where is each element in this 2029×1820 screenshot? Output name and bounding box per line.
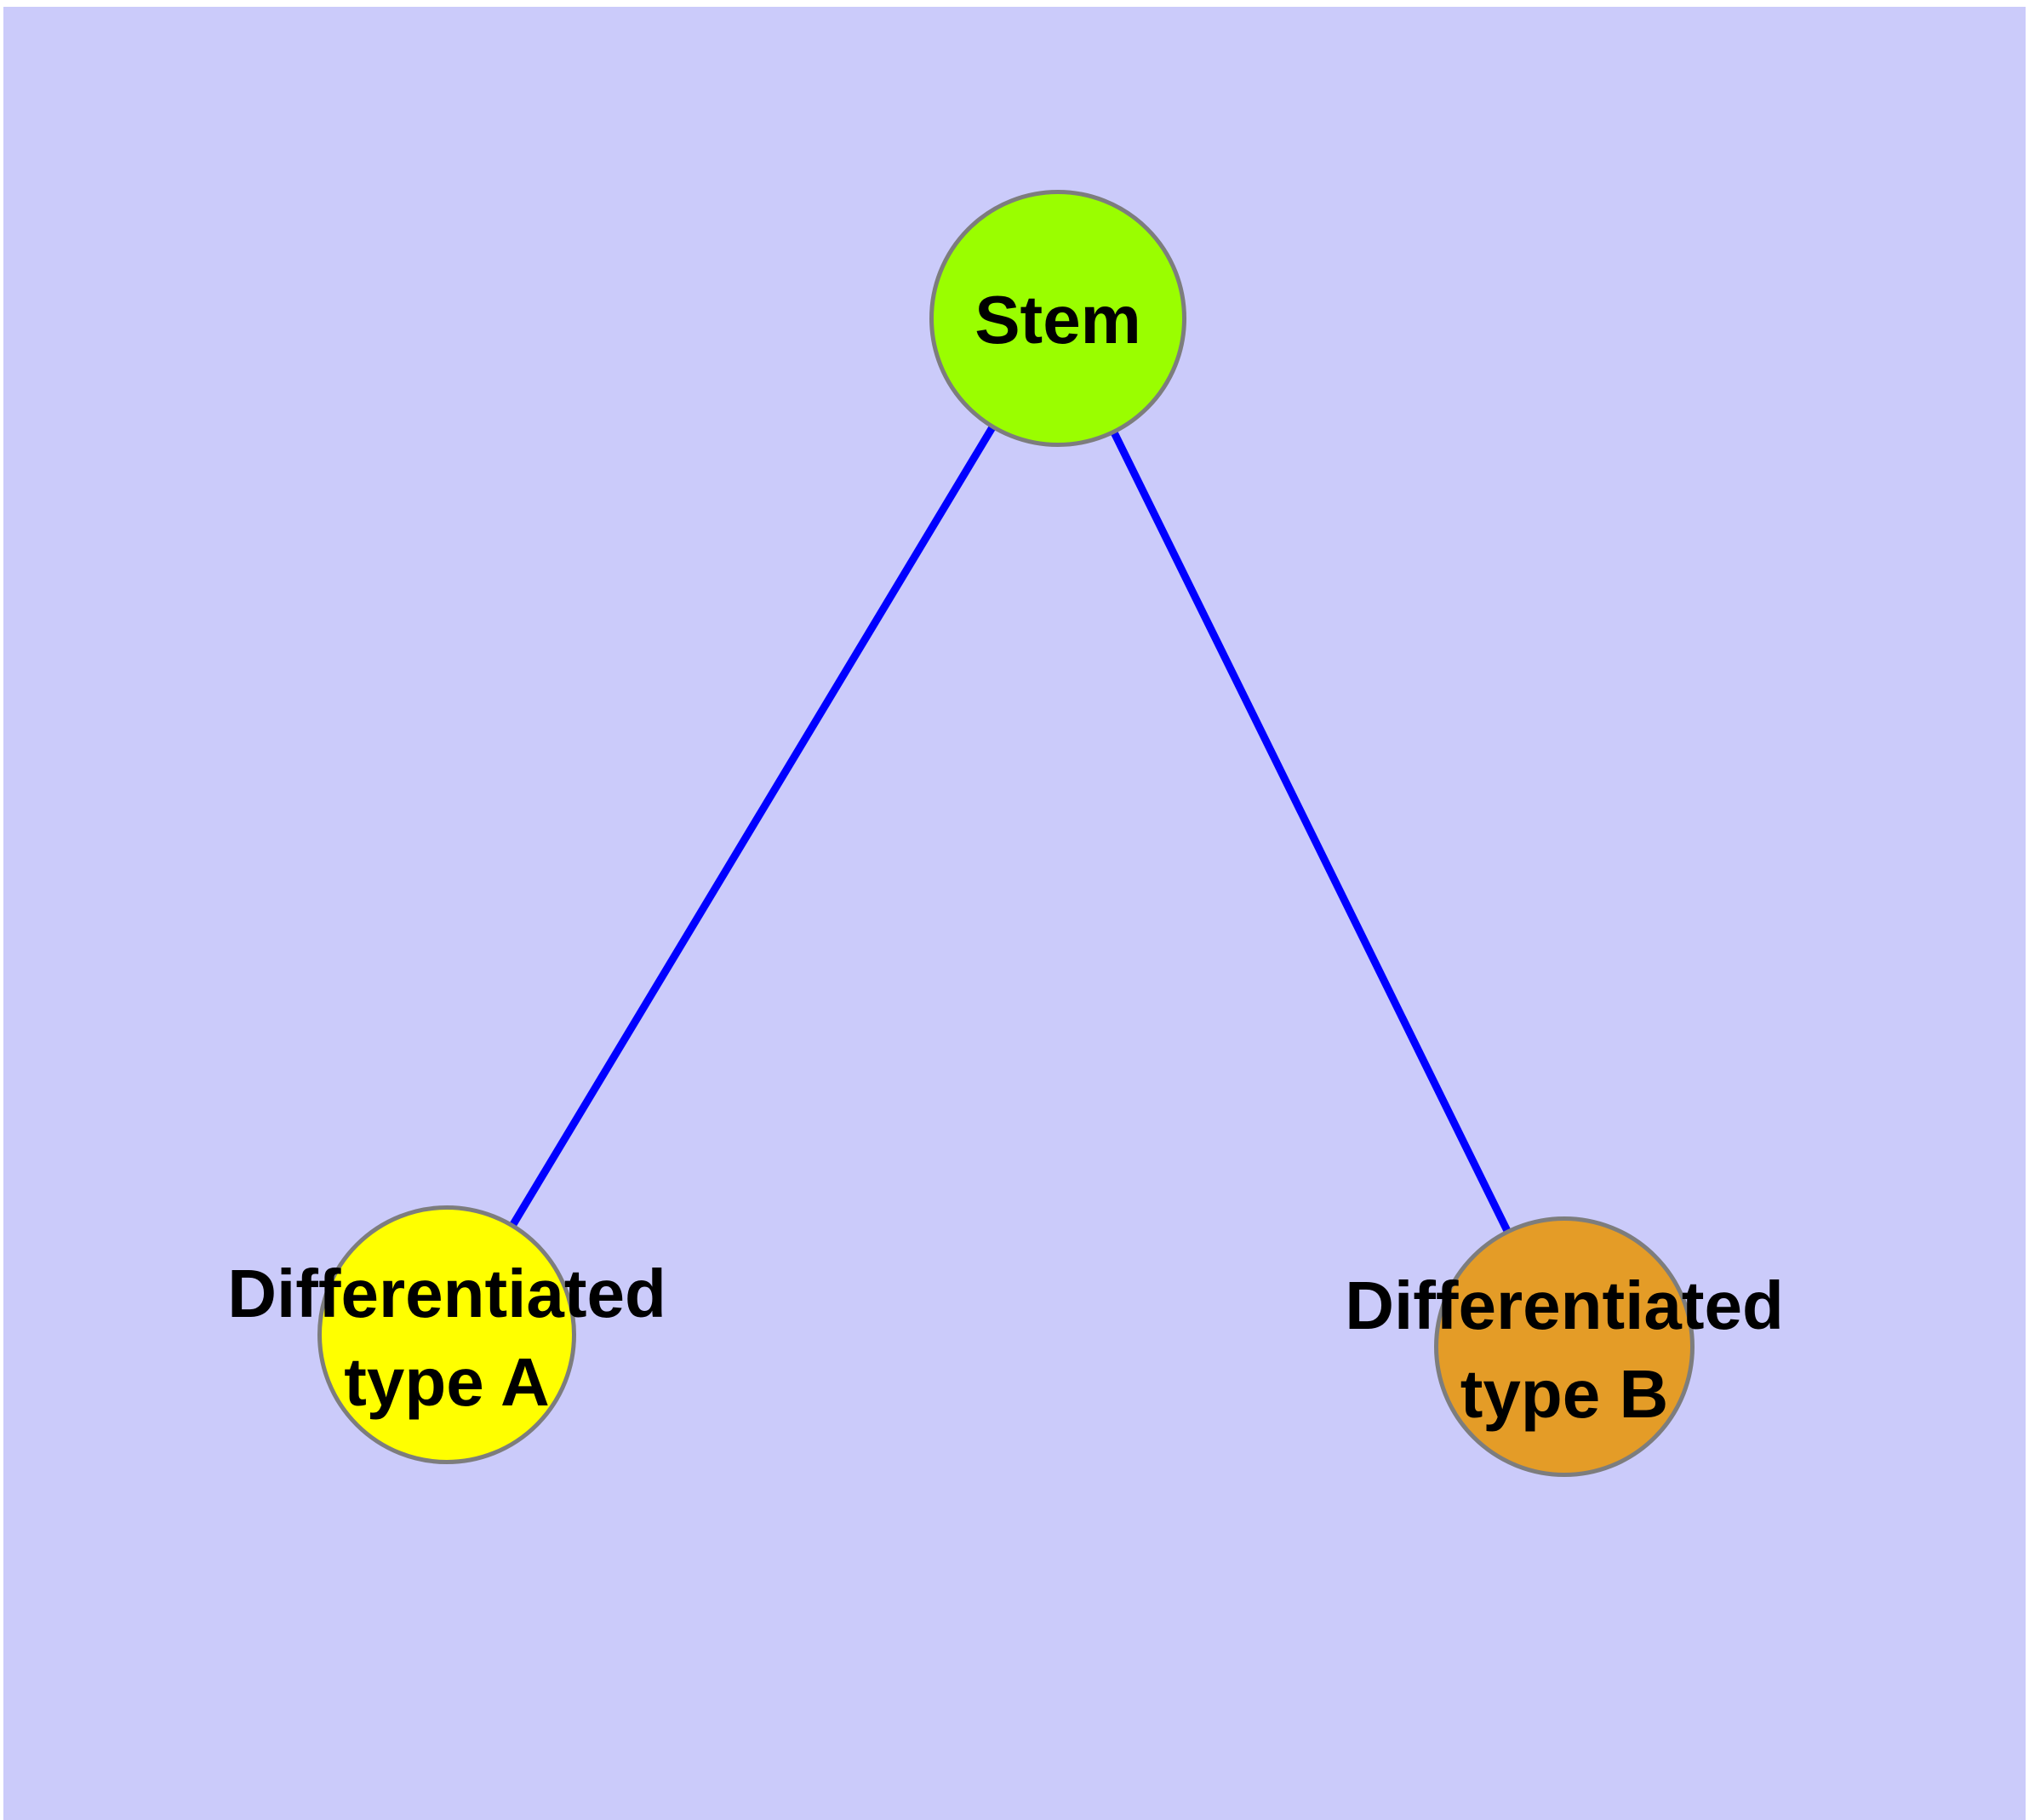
edge-stem-to-type-a bbox=[443, 316, 1061, 1337]
node-differentiated-type-b bbox=[1434, 1216, 1695, 1477]
node-label-line: Differentiated bbox=[1345, 1268, 1784, 1343]
node-label-differentiated-type-b: Differentiated type B bbox=[1345, 1262, 1784, 1439]
node-stem bbox=[929, 190, 1186, 447]
node-label-line: Differentiated bbox=[227, 1256, 666, 1331]
node-label-line: type A bbox=[344, 1344, 550, 1420]
node-differentiated-type-a bbox=[317, 1205, 576, 1464]
node-label-line: type B bbox=[1460, 1356, 1669, 1432]
node-label-differentiated-type-a: Differentiated type A bbox=[227, 1250, 666, 1427]
node-label-stem: Stem bbox=[974, 282, 1141, 358]
edge-stem-to-type-b bbox=[1054, 317, 1569, 1348]
